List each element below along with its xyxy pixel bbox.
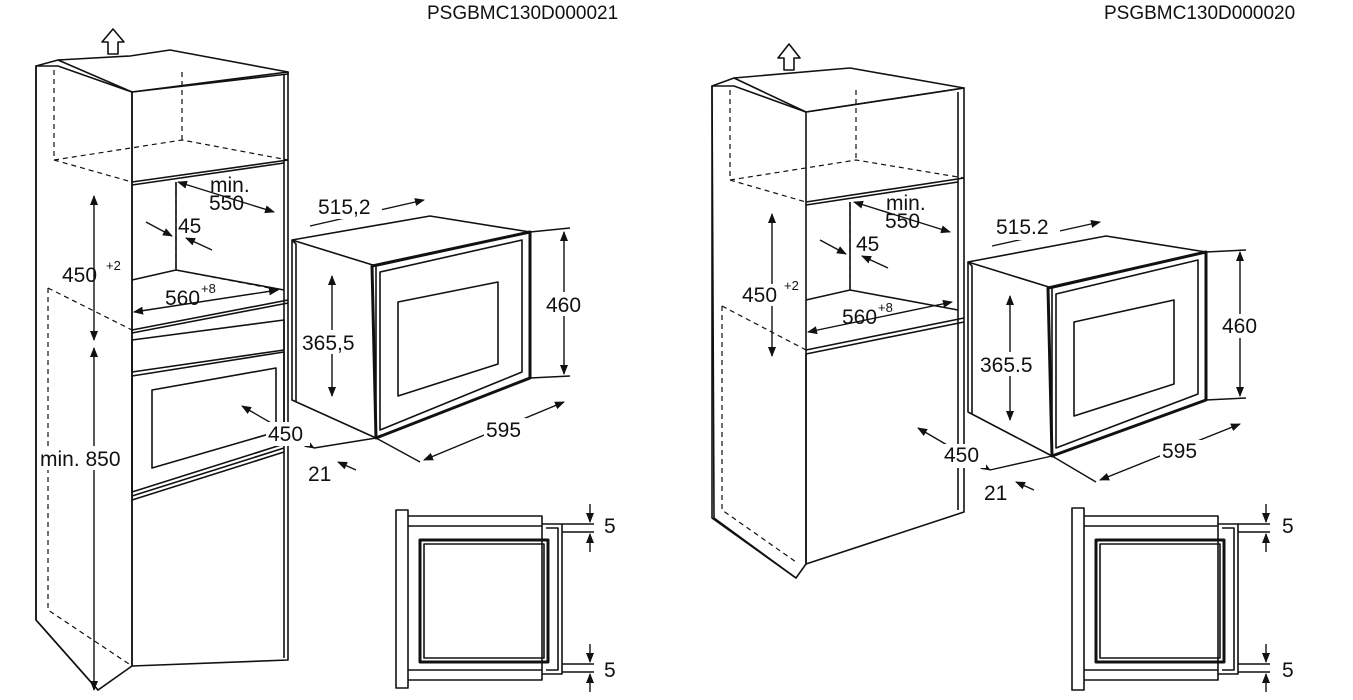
front-depth-label: 21 bbox=[984, 482, 1007, 505]
min-height-label: min. 850 bbox=[40, 448, 121, 471]
arrow-up-outline-icon bbox=[777, 43, 801, 71]
min-label: min. bbox=[886, 192, 926, 215]
niche-width-tolerance: +8 bbox=[201, 281, 216, 296]
front-height-label: 460 bbox=[1222, 315, 1257, 338]
niche-height-tolerance: +2 bbox=[106, 258, 121, 273]
niche-height-tolerance: +2 bbox=[784, 278, 799, 293]
microwave-oven bbox=[967, 235, 1208, 458]
clearance-bottom-label: 5 bbox=[1282, 659, 1294, 682]
dimension-lines bbox=[768, 200, 953, 357]
width-label: 595 bbox=[486, 419, 521, 442]
body-height-label: 365.5 bbox=[980, 354, 1033, 377]
niche-width-label: 560 bbox=[165, 287, 200, 310]
depth-label: 515.2 bbox=[996, 216, 1049, 239]
clearance-bottom-label: 5 bbox=[604, 659, 616, 682]
min-label: min. bbox=[210, 174, 250, 197]
front-height-label: 460 bbox=[546, 294, 581, 317]
dimension-lines bbox=[90, 180, 279, 691]
diagram-cabinet-with-base: PSGBMC130D000020 bbox=[711, 3, 1295, 692]
niche-width-tolerance: +8 bbox=[878, 300, 893, 315]
microwave-oven bbox=[291, 215, 532, 440]
min-depth-label: 550 bbox=[209, 192, 244, 215]
niche-height-label: 450 bbox=[62, 264, 97, 287]
arrow-up-outline-icon bbox=[101, 28, 125, 55]
section-detail bbox=[1071, 504, 1270, 692]
body-width-label: 450 bbox=[268, 423, 303, 446]
diagram-tall-cabinet-with-oven: PSGBMC130D000021 bbox=[35, 3, 618, 692]
niche-width-label: 560 bbox=[842, 306, 877, 329]
niche-height-label: 450 bbox=[742, 284, 777, 307]
gap-label: 45 bbox=[856, 233, 879, 256]
front-depth-label: 21 bbox=[308, 463, 331, 486]
clearance-top-label: 5 bbox=[1282, 515, 1294, 538]
section-detail bbox=[395, 504, 594, 692]
gap-label: 45 bbox=[178, 215, 201, 238]
body-width-label: 450 bbox=[944, 444, 979, 467]
reference-code: PSGBMC130D000020 bbox=[1104, 3, 1295, 24]
clearance-top-label: 5 bbox=[604, 515, 616, 538]
body-height-label: 365,5 bbox=[302, 332, 355, 355]
reference-code: PSGBMC130D000021 bbox=[427, 3, 618, 24]
cabinet-with-base bbox=[711, 67, 965, 580]
tall-cabinet bbox=[35, 49, 289, 692]
min-depth-label: 550 bbox=[885, 210, 920, 233]
width-label: 595 bbox=[1162, 440, 1197, 463]
depth-label: 515,2 bbox=[318, 196, 371, 219]
